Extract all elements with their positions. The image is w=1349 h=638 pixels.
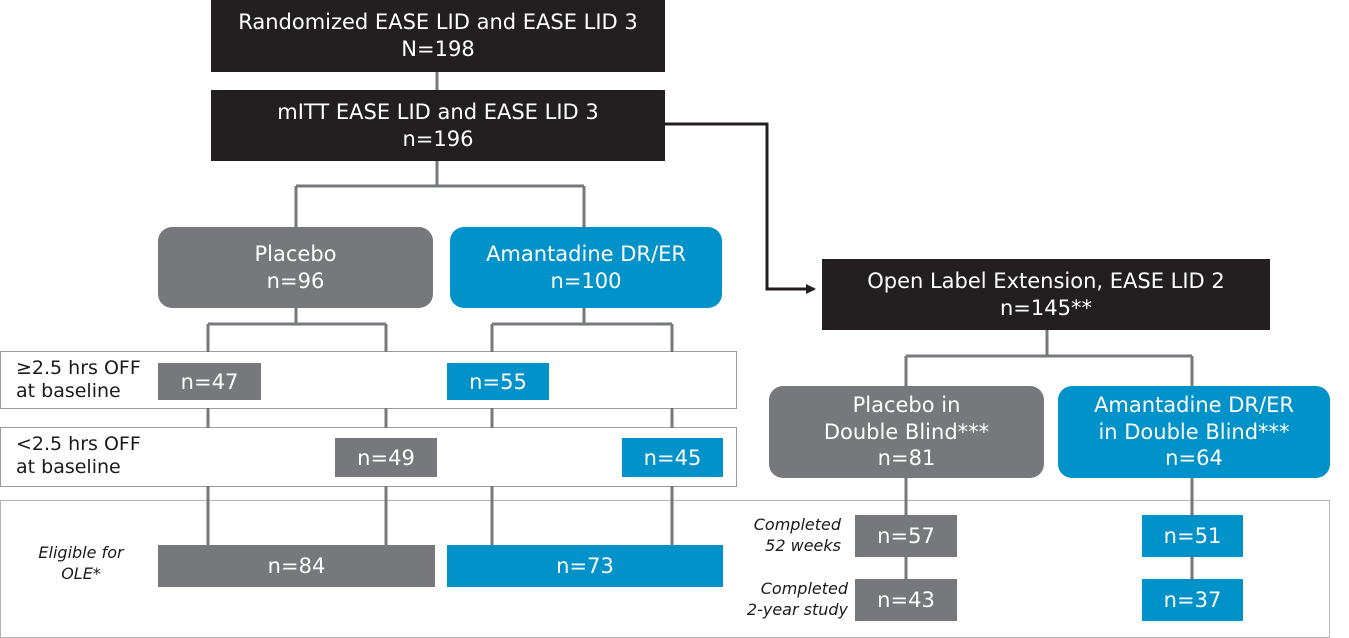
- arrow-to-ole: [665, 122, 816, 294]
- low-off-amantadine-count: n=45: [622, 438, 723, 477]
- amantadine-db-line1: Amantadine DR/ER: [1094, 393, 1294, 418]
- randomized-n: N=198: [401, 37, 475, 61]
- completed-2y-line1: Completed: [760, 579, 848, 598]
- amantadine-db-line2: in Double Blind***: [1098, 419, 1290, 444]
- randomized-title: Randomized EASE LID and EASE LID 3: [238, 10, 638, 35]
- low-off-label-line1: <2.5 hrs OFF: [16, 433, 141, 455]
- ole-box: Open Label Extension, EASE LID 2 n=145**: [822, 259, 1270, 330]
- completed-52-amantadine-count: n=51: [1142, 515, 1243, 557]
- completed-2y-label: Completed 2-year study: [728, 579, 848, 621]
- amantadine-double-blind-box: Amantadine DR/ER in Double Blind*** n=64: [1058, 386, 1330, 478]
- completed-52-label: Completed 52 weeks: [732, 515, 841, 557]
- completed-2y-placebo-count: n=43: [855, 579, 957, 621]
- eligible-label: Eligible for OLE*: [30, 543, 132, 585]
- mitt-n: n=196: [402, 126, 474, 151]
- placebo-double-blind-box: Placebo in Double Blind*** n=81: [769, 386, 1044, 478]
- ole-title: Open Label Extension, EASE LID 2: [867, 268, 1225, 293]
- low-off-label-line2: at baseline: [16, 455, 121, 478]
- high-off-label-line2: at baseline: [16, 379, 121, 402]
- placebo-arm-box: Placebo n=96: [158, 227, 433, 308]
- eligible-label-line2: OLE*: [61, 563, 101, 583]
- placebo-db-n: n=81: [877, 446, 936, 471]
- amantadine-db-n: n=64: [1165, 446, 1223, 471]
- completed-52-line2: 52 weeks: [765, 535, 841, 555]
- placebo-title: Placebo: [254, 241, 337, 266]
- amantadine-title: Amantadine DR/ER: [486, 241, 686, 266]
- amantadine-arm-box: Amantadine DR/ER n=100: [450, 227, 722, 308]
- eligible-label-line1: Eligible for: [38, 543, 124, 562]
- high-off-amantadine-count: n=55: [447, 363, 549, 400]
- low-off-placebo-count: n=49: [335, 438, 437, 477]
- mitt-title: mITT EASE LID and EASE LID 3: [277, 99, 599, 124]
- amantadine-n: n=100: [550, 268, 622, 293]
- randomized-box: Randomized EASE LID and EASE LID 3 N=198: [211, 0, 665, 72]
- completed-52-placebo-count: n=57: [855, 515, 957, 557]
- low-off-label: <2.5 hrs OFF at baseline: [16, 433, 141, 479]
- high-off-placebo-count: n=47: [158, 363, 261, 400]
- completed-2y-line2: 2-year study: [746, 599, 848, 619]
- ole-n: n=145**: [1000, 295, 1092, 320]
- eligible-placebo-count: n=84: [158, 545, 435, 587]
- high-off-row-band: [0, 351, 737, 409]
- high-off-label-line1: ≥2.5 hrs OFF: [16, 357, 141, 379]
- high-off-label: ≥2.5 hrs OFF at baseline: [16, 357, 141, 403]
- placebo-db-line2: Double Blind***: [823, 419, 990, 444]
- mitt-box: mITT EASE LID and EASE LID 3 n=196: [211, 90, 665, 161]
- eligible-amantadine-count: n=73: [447, 545, 723, 587]
- completed-52-line1: Completed: [753, 515, 841, 534]
- placebo-db-line1: Placebo in: [852, 393, 961, 418]
- completed-2y-amantadine-count: n=37: [1142, 579, 1243, 621]
- placebo-n: n=96: [266, 268, 325, 293]
